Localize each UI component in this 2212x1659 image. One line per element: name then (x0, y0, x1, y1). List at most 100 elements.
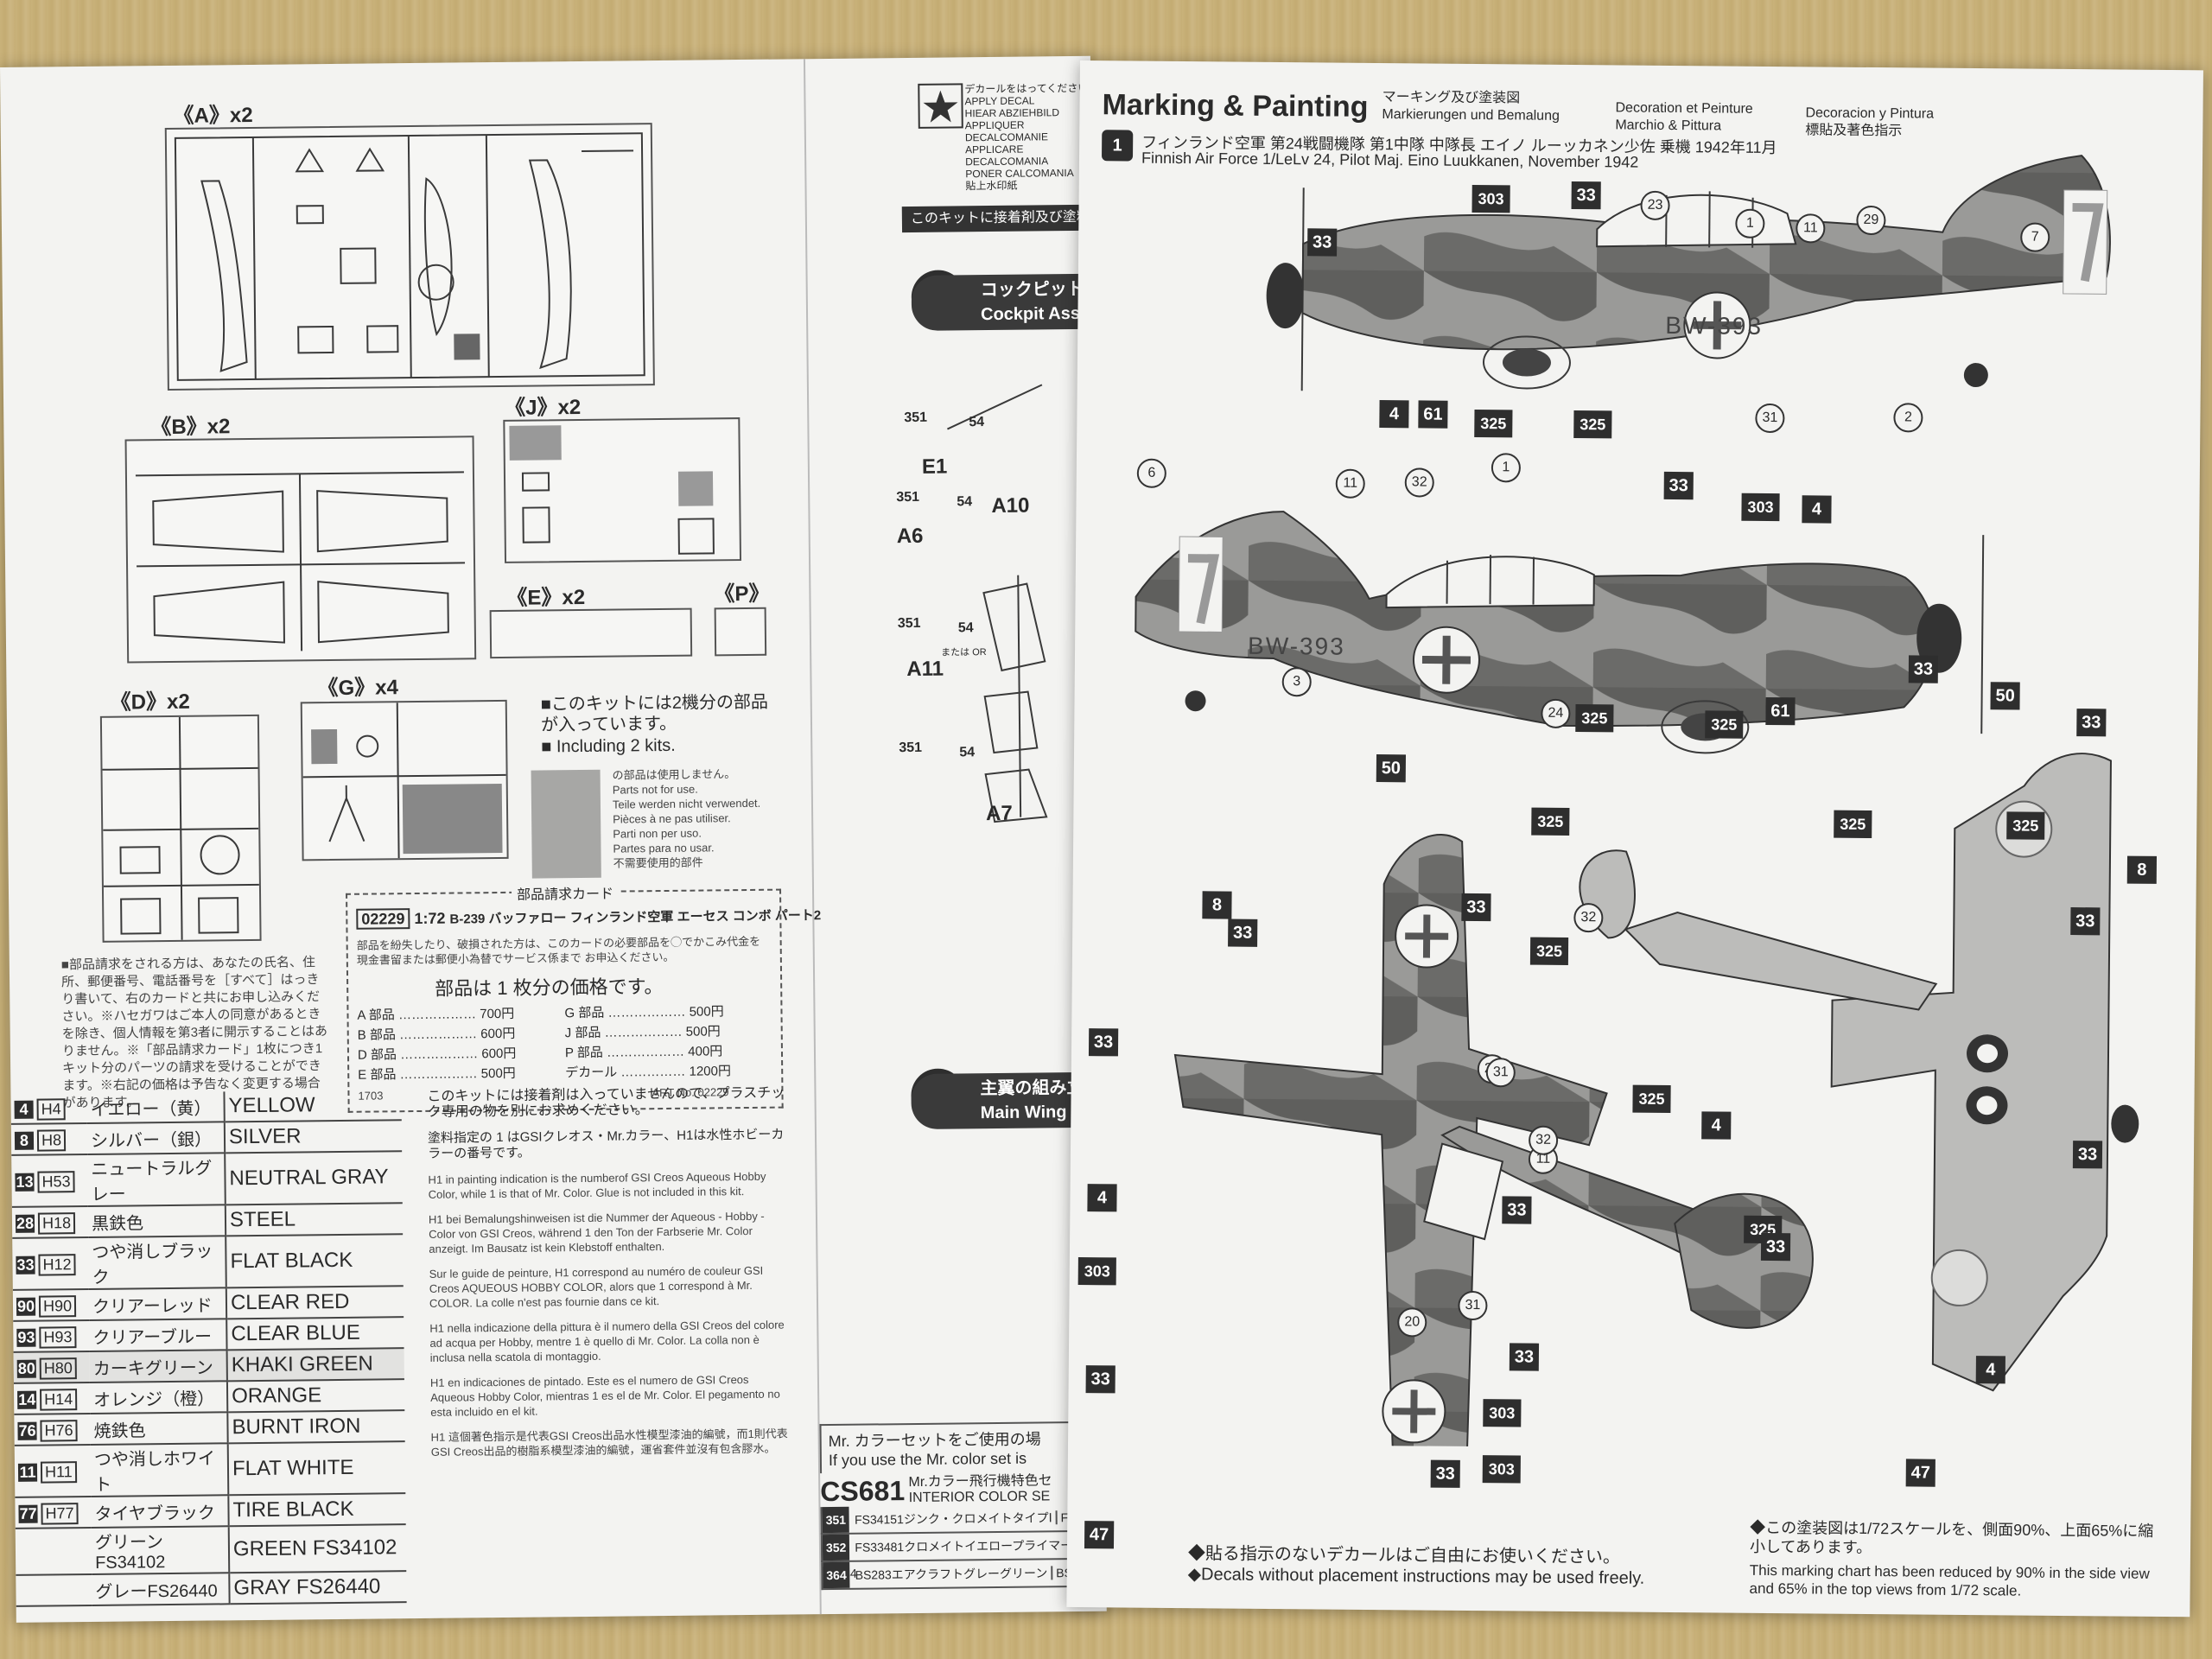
aqueous-color-code: H14 (40, 1389, 78, 1411)
cs-name-en: INTERIOR COLOR SE (908, 1489, 1051, 1506)
plan-callout: 32 (1573, 903, 1604, 933)
order-card-instruction: 部品を紛失したり、破損された方は、このカードの必要部品を◯でかこみ代金を現金書留… (356, 934, 761, 967)
color-name-en: GRAY FS26440 (229, 1571, 407, 1605)
color-name-ja: 黒鉄色 (87, 1205, 226, 1238)
color-name-ja: シルバー（銀） (86, 1122, 226, 1155)
plan-callout: 325 (1531, 807, 1570, 836)
star-shape (923, 90, 958, 123)
color-name-en: ORANGE (226, 1379, 405, 1413)
color-name-en: GREEN FS34102 (228, 1524, 407, 1573)
paint-note: H1 nella indicazione della pittura è il … (429, 1318, 785, 1364)
color-name-en: TIRE BLACK (228, 1493, 406, 1527)
left-instruction-page: 《A》x2 《B》x2 (0, 55, 1107, 1623)
right-marking-page: Marking & Painting マーキング及び塗装図 Markierung… (1066, 60, 2203, 1618)
legend-line: Parti non per uso. (613, 826, 702, 841)
side-view-2 (1135, 511, 1985, 754)
parts-b-label: 《B》x2 (150, 415, 231, 440)
price-item: D 部品 ……………… 600円 (357, 1046, 517, 1063)
decal-line: PONER CALCOMANIA (965, 166, 1074, 181)
side-1-callout: 29 (1856, 205, 1886, 236)
color-name-ja: クリアーブルー (89, 1319, 227, 1351)
side-1-callout: 7 (2020, 222, 2050, 252)
mr-color-number: 4 (14, 1100, 34, 1119)
aqueous-color-code: H77 (41, 1503, 79, 1525)
side-2-callout: 11 (1335, 468, 1365, 499)
callout-a11: A11 (906, 657, 944, 682)
plan-callout: 31 (1485, 1058, 1516, 1088)
cs-row-number: 352 (822, 1534, 850, 1561)
plan-callout: 50 (1990, 682, 2020, 710)
callout-351: 351 (897, 615, 921, 632)
plan-callout: 4 (1087, 1184, 1117, 1212)
plan-callout: 33 (2070, 907, 2101, 936)
side-2-callout: 325 (1575, 704, 1614, 733)
order-card-title: 部品請求カード (511, 881, 620, 904)
side-2-callout: 32 (1404, 467, 1434, 498)
side-1-callout: 303 (1471, 184, 1510, 213)
mr-color-number: 33 (16, 1255, 35, 1274)
plan-callout: 50 (1376, 754, 1407, 783)
plan-callout: 32 (1528, 1125, 1559, 1155)
color-name-ja: クリアーレッド (88, 1287, 227, 1320)
aqueous-color-code: H12 (38, 1254, 76, 1276)
side-1-callout: 4 (1379, 400, 1409, 429)
plan-callout: 47 (1905, 1459, 1936, 1487)
aqueous-color-code: H76 (40, 1420, 78, 1442)
mr-color-number: 14 (17, 1390, 37, 1409)
callout-54: 54 (957, 620, 974, 636)
color-name-en: FLAT BLACK (226, 1234, 404, 1288)
mr-color-note-en: If you use the Mr. color set is (828, 1449, 1027, 1470)
plan-callout: 33 (1502, 1196, 1532, 1224)
price-item: P 部品 ……………… 400円 (564, 1044, 723, 1061)
parts-a-label: 《A》x2 (173, 103, 253, 128)
sprue-a-drawing (174, 132, 645, 381)
cs-row-text: FS34151ジンク・クロメイトタイプⅠ (854, 1510, 1056, 1527)
color-name-en: SILVER (224, 1120, 403, 1154)
legend-line: Pièces à ne pas utiliser. (613, 811, 731, 826)
color-name-en: CLEAR RED (226, 1286, 404, 1319)
callout-54: 54 (957, 494, 973, 510)
sprue-d-drawing (102, 716, 259, 940)
aqueous-color-code: H53 (37, 1171, 75, 1193)
callout-a6: A6 (896, 524, 924, 549)
color-name-ja: オレンジ（橙） (89, 1381, 228, 1414)
color-name-en: NEUTRAL GRAY (225, 1151, 403, 1205)
plan-callout: 8 (1202, 891, 1232, 919)
side-1-callout: 325 (1573, 410, 1612, 439)
price-item: G 部品 ……………… 500円 (564, 1004, 724, 1021)
side-1-callout: 61 (1418, 400, 1448, 429)
mr-color-number: 76 (17, 1421, 37, 1440)
sprue-e (489, 607, 693, 659)
plan-callout: 325 (1529, 937, 1569, 965)
aircraft-code-side-1: BW-393 (1665, 311, 1764, 340)
price-row: E 部品 ……………… 500円デカール …………… 1200円 (358, 1061, 772, 1085)
cs-row-text: BS283エアクラフトグレーグリーン (855, 1566, 1052, 1582)
aircraft-illustrations (1135, 155, 2139, 1453)
assembly-strip: デカールをはってください APPLY DECAL HIEAR ABZIEHBIL… (803, 55, 1107, 1615)
side-1-callout: 23 (1640, 190, 1670, 220)
color-name-ja: ニュートラルグレー (87, 1153, 226, 1207)
decal-star-icon (918, 83, 963, 129)
color-name-ja: グリーンFS34102 (91, 1526, 230, 1574)
color-name-en: FLAT WHITE (227, 1441, 406, 1496)
side-1-callout: 33 (1571, 181, 1601, 210)
kit-note-ja: ■このキットには2機分の部品が入っています。 (540, 692, 769, 735)
parts-order-card[interactable]: 部品請求カード 02229 1:72 B-239 バッファロー フィンランド空軍… (346, 881, 821, 1113)
